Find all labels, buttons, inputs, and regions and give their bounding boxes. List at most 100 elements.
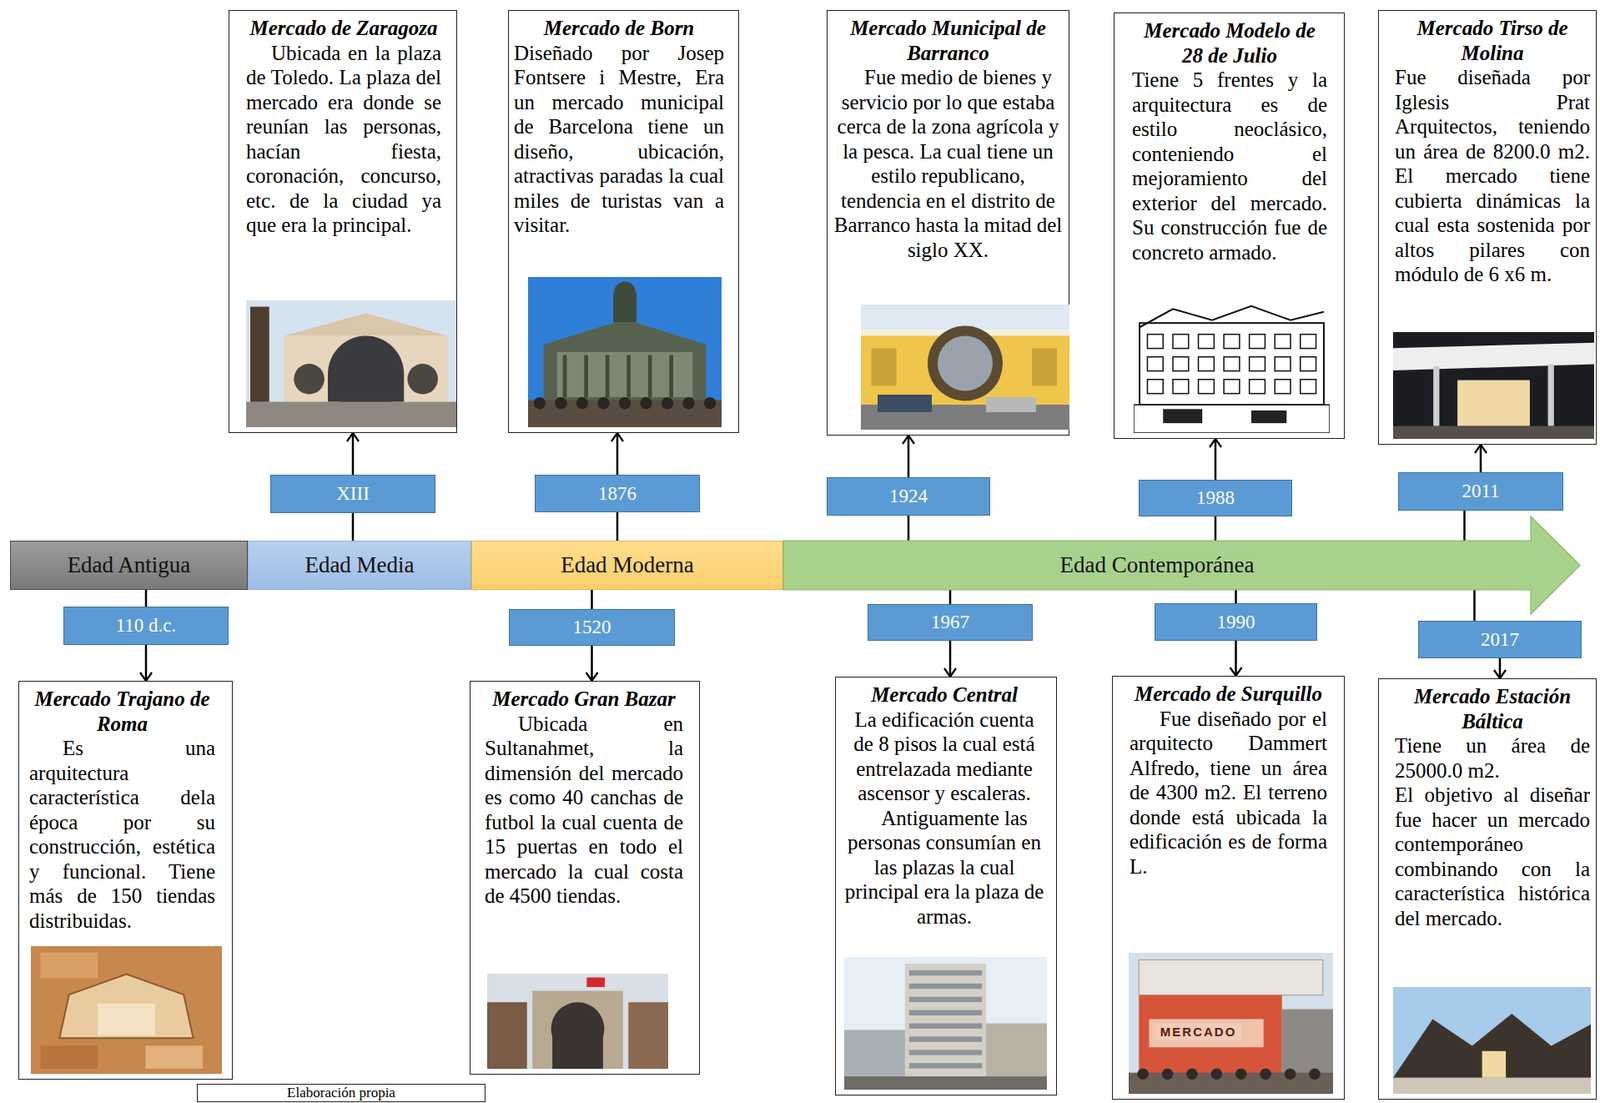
year-box: 1924 xyxy=(826,477,991,516)
market-title: Mercado Municipal de Barranco xyxy=(827,10,1069,66)
market-card: Mercado Modelo de 28 de JulioTiene 5 fre… xyxy=(1113,12,1345,439)
source-label: Elaboración propia xyxy=(286,1085,396,1102)
photo-frame xyxy=(487,968,669,1069)
market-description: La edificación cuenta de 8 pisos la cual… xyxy=(835,707,1057,806)
arrow-connector xyxy=(616,432,619,475)
market-description: Ubicada en la plaza de Toledo. La plaza … xyxy=(229,40,457,238)
year-label: 1990 xyxy=(1217,611,1256,633)
arrow-connector xyxy=(907,435,911,478)
market-title: Mercado Tirso de Molina xyxy=(1378,10,1596,66)
photo-illustration xyxy=(487,973,669,1069)
arrow-connector xyxy=(145,644,148,681)
market-description: Fue diseñado por el arquitecto Dammert A… xyxy=(1112,706,1344,880)
arrow-connector xyxy=(1499,658,1502,679)
year-label: 2011 xyxy=(1461,480,1500,502)
stem-line xyxy=(590,589,594,609)
market-card: Mercado Tirso de MolinaFue diseñada por … xyxy=(1378,10,1597,445)
era-band: Edad Antigua xyxy=(10,540,248,590)
market-title: Mercado de Surquillo xyxy=(1112,676,1344,707)
year-label: 1924 xyxy=(889,485,928,507)
year-label: 1520 xyxy=(573,616,612,638)
year-box: 1988 xyxy=(1138,479,1293,517)
arrow-connector xyxy=(590,645,594,681)
stem-line xyxy=(907,515,911,541)
photo-illustration xyxy=(1393,332,1595,439)
market-card: Mercado Trajano de RomaEs una arquitectu… xyxy=(18,680,233,1080)
photo-frame xyxy=(1393,981,1591,1094)
market-description: Ubicada en Sultanahmet, la dimensión del… xyxy=(470,711,700,909)
year-box: XIII xyxy=(270,474,436,514)
market-card: Mercado de BornDiseñado por Josep Fontse… xyxy=(508,10,740,433)
year-box: 2011 xyxy=(1398,472,1564,511)
era-label: Edad Media xyxy=(304,553,414,579)
market-card: Mercado CentralLa edificación cuenta de … xyxy=(835,676,1057,1096)
market-title: Mercado de Zaragoza xyxy=(229,10,457,41)
source-note: Elaboración propia xyxy=(196,1083,486,1102)
arrow-connector xyxy=(1479,444,1483,473)
era-label: Edad Moderna xyxy=(560,553,695,579)
year-label: 2017 xyxy=(1480,628,1520,650)
market-card: Mercado Gran BazarUbicada en Sultanahmet… xyxy=(469,680,700,1075)
photo-illustration xyxy=(1393,986,1591,1094)
stem-line xyxy=(1463,510,1466,541)
year-box: 1520 xyxy=(508,608,675,646)
year-box: 1876 xyxy=(534,474,700,513)
photo-frame xyxy=(246,295,457,428)
year-label: 1967 xyxy=(930,611,970,633)
photo-illustration xyxy=(528,276,722,428)
year-box: 1967 xyxy=(867,603,1033,641)
market-card: Mercado de ZaragozaUbicada en la plaza d… xyxy=(228,10,458,433)
arrow-connector xyxy=(352,432,355,475)
photo-illustration xyxy=(246,300,457,428)
era-label: Edad Antigua xyxy=(67,553,192,579)
market-description: Tiene un área de 25000.0 m2. xyxy=(1378,733,1596,783)
arrow-connector xyxy=(1234,640,1238,676)
photo-frame xyxy=(1393,327,1595,439)
year-box: 1990 xyxy=(1154,603,1318,641)
era-label: Edad Contemporánea xyxy=(1059,553,1254,579)
stem-line xyxy=(352,513,355,541)
market-title: Mercado Trajano de Roma xyxy=(19,681,232,736)
photo-frame: MERCADO xyxy=(1128,947,1334,1094)
market-title: Mercado Estación Báltica xyxy=(1378,679,1596,734)
market-title: Mercado de Born xyxy=(508,10,739,41)
market-card: Mercado Estación BálticaTiene un área de… xyxy=(1378,678,1597,1100)
photo-frame xyxy=(528,271,722,428)
stem-line xyxy=(1234,589,1238,604)
era-band: Edad Contemporánea xyxy=(783,540,1531,590)
market-title: Mercado Gran Bazar xyxy=(470,681,700,712)
stem-line xyxy=(1214,516,1218,541)
photo-frame xyxy=(860,299,1070,430)
market-card: Mercado de SurquilloFue diseñado por el … xyxy=(1111,675,1345,1100)
market-title: Mercado Modelo de 28 de Julio xyxy=(1114,13,1344,68)
market-description: El objetivo al diseñar fue hacer un merc… xyxy=(1378,782,1596,931)
stem-line xyxy=(145,589,148,607)
market-description: Antiguamente las personas consumían en l… xyxy=(835,805,1057,930)
market-card: Mercado Municipal de BarrancoFue medio d… xyxy=(826,10,1070,436)
year-label: 1876 xyxy=(598,483,637,504)
market-description: Es una arquitectura característica dela … xyxy=(19,735,232,933)
photo-illustration xyxy=(30,945,222,1074)
era-band: Edad Moderna xyxy=(471,540,784,590)
market-title: Mercado Central xyxy=(835,677,1057,708)
market-description: Fue diseñada por Iglesis Prat Arquitecto… xyxy=(1378,65,1596,287)
year-box: 2017 xyxy=(1418,620,1582,659)
sign-text: MERCADO xyxy=(1155,1023,1243,1041)
stem-line xyxy=(949,589,952,604)
photo-illustration xyxy=(844,956,1047,1090)
year-label: 1988 xyxy=(1196,487,1235,509)
stem-line xyxy=(616,512,619,541)
photo-frame xyxy=(844,951,1047,1090)
year-box: 110 d.c. xyxy=(63,606,229,645)
year-label: XIII xyxy=(336,483,370,504)
photo-frame xyxy=(1133,286,1330,433)
stem-line xyxy=(1473,589,1476,621)
arrow-connector xyxy=(1214,438,1218,480)
photo-illustration xyxy=(860,304,1070,430)
era-band: Edad Media xyxy=(247,540,472,590)
market-description: Tiene 5 frentes y la arquitectura es de … xyxy=(1114,67,1344,265)
year-label: 110 d.c. xyxy=(115,614,177,636)
market-description: Fue medio de bienes y servicio por lo qu… xyxy=(827,65,1069,262)
photo-frame xyxy=(30,940,222,1074)
